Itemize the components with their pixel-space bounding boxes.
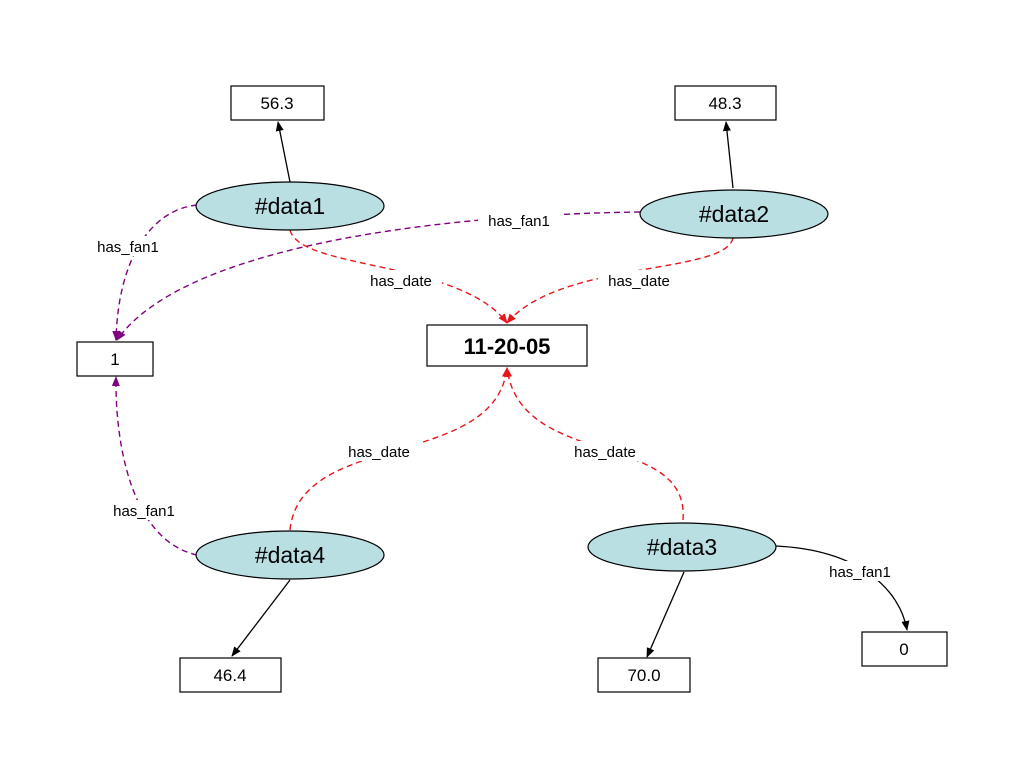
edge-label-data3-date: has_date [574,444,636,461]
node-data3: #data3 [587,522,777,572]
node-label-data1: #data1 [255,193,325,219]
value-text-fan-zero: 0 [899,640,908,659]
edge-data3-date [504,367,684,521]
value-text-data2: 48.3 [708,94,741,113]
value-box-data2: 48.3 [674,85,777,121]
value-box-data3: 70.0 [597,657,691,693]
value-box-data1: 56.3 [230,85,325,121]
value-text-data4: 46.4 [213,666,246,685]
value-text-data1: 56.3 [260,94,293,113]
edge-data1-value [275,121,291,183]
node-data2: #data2 [639,189,829,239]
edge-label-data1-date: has_date [370,273,432,290]
edge-label-data2-fan: has_fan1 [488,213,550,230]
value-box-fan-zero: 0 [861,631,948,667]
edge-label-data3-fan: has_fan1 [829,564,891,581]
node-data1: #data1 [195,181,385,231]
edge-data2-value [722,121,734,189]
edge-data1-fan [112,204,198,341]
edge-data1-date [289,229,508,324]
node-label-data4: #data4 [255,542,326,568]
edge-data3-value [646,571,685,658]
edge-label-data2-date: has_date [608,273,670,290]
edge-label-data4-fan: has_fan1 [113,503,175,520]
date-box: 11-20-05 [426,324,588,367]
value-text-fan-one: 1 [110,350,119,369]
edge-data3-fan [775,545,910,631]
edge-label-data1-fan: has_fan1 [97,239,159,256]
edge-data4-value [231,579,291,657]
node-label-data2: #data2 [699,201,769,227]
value-box-data4: 46.4 [179,657,282,693]
value-box-fan-one: 1 [76,341,154,377]
value-text-data3: 70.0 [627,666,660,685]
edge-data4-fan [111,376,198,556]
node-data4: #data4 [195,530,385,580]
node-label-data3: #data3 [647,534,717,560]
edge-label-data4-date: has_date [348,444,410,461]
date-text: 11-20-05 [464,334,551,359]
